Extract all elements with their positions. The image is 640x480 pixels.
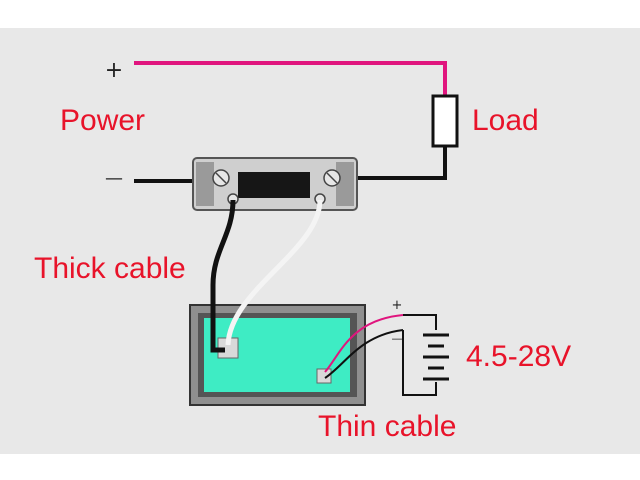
panel-meter xyxy=(189,304,366,406)
battery-symbol xyxy=(402,314,449,396)
thin-cable-black xyxy=(324,329,404,379)
thick-cable-white xyxy=(225,199,323,346)
power-label: Power xyxy=(60,104,145,137)
thick-cable-black xyxy=(210,199,236,353)
supply-minus-sign: — xyxy=(392,332,403,345)
supply-plus-sign: + xyxy=(392,298,403,313)
battery-wire-bottom xyxy=(402,330,437,396)
shunt-end-right xyxy=(336,162,354,206)
load-label: Load xyxy=(472,104,539,137)
screw-slot xyxy=(215,172,227,184)
load-return-wire xyxy=(350,146,447,180)
positive-wire xyxy=(134,61,447,96)
shunt-body xyxy=(238,172,310,198)
battery-wire-top xyxy=(403,314,437,330)
voltage-label: 4.5-28V xyxy=(466,340,571,373)
thick-cable-label: Thick cable xyxy=(34,252,186,285)
shunt-end-left xyxy=(196,162,214,206)
power-plus-sign: + xyxy=(105,58,123,83)
power-minus-sign: — xyxy=(105,168,123,189)
screw-slot xyxy=(326,172,338,184)
meter-thin-terminal xyxy=(316,368,332,384)
shunt xyxy=(192,157,358,211)
thin-cable-pink xyxy=(324,314,404,373)
load-resistor xyxy=(431,94,459,148)
thin-cable-label: Thin cable xyxy=(318,410,456,443)
